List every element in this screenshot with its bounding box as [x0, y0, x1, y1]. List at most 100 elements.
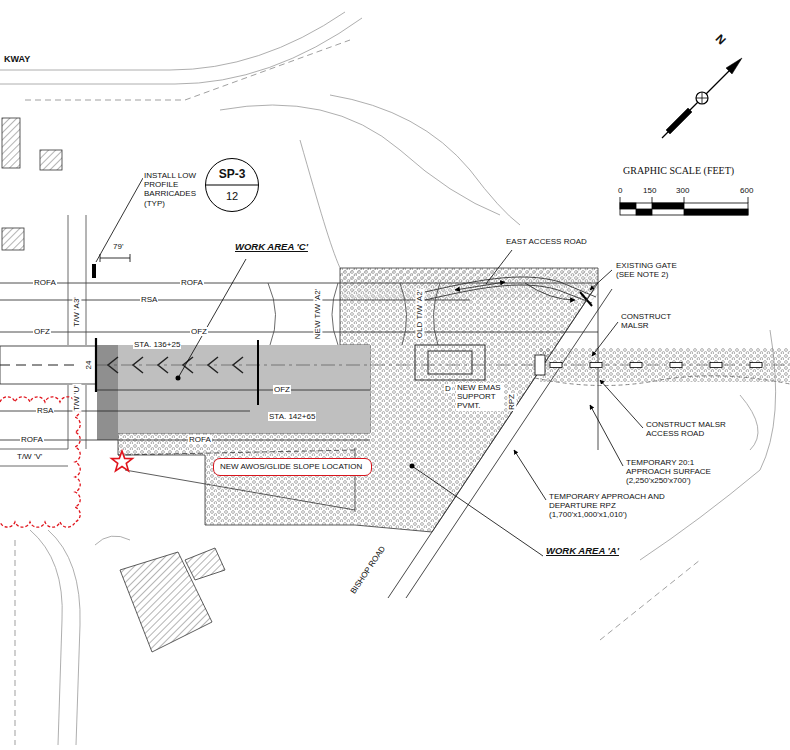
dimension-line — [130, 254, 131, 262]
safety-area-line — [0, 332, 598, 333]
taxiway-edge — [433, 283, 440, 345]
zone-label: OFZ — [190, 327, 208, 336]
malsr-lights — [535, 355, 545, 375]
leader-line — [590, 270, 612, 290]
building — [185, 548, 225, 580]
leader-dot — [176, 376, 415, 469]
north-arrow — [662, 60, 740, 138]
work-area-a — [340, 268, 598, 300]
station-line — [96, 338, 258, 405]
background-road — [0, 12, 345, 70]
background-road — [95, 536, 130, 545]
graphic-scale — [620, 197, 748, 215]
runway-pavement — [0, 364, 80, 365]
leader-line — [514, 450, 546, 500]
marker: D — [444, 384, 452, 393]
malsr-lights — [710, 363, 722, 368]
north-arrow — [696, 92, 708, 104]
building — [2, 118, 20, 168]
leader-line — [592, 322, 618, 356]
zone-label: ROFA — [188, 435, 212, 444]
leader-line — [96, 178, 143, 262]
taxiway-label: T/W 'V' — [16, 452, 43, 461]
barricade — [92, 264, 96, 278]
station-label: STA. 136+25 — [133, 340, 181, 349]
graphic-scale — [636, 209, 652, 215]
dimension-line — [100, 254, 130, 262]
runway-pavement — [0, 346, 96, 384]
graphic-scale — [652, 197, 653, 203]
taxiway-edge — [86, 215, 87, 345]
taxiway-edge — [68, 215, 69, 345]
taxiway-edge — [0, 215, 440, 466]
safety-area-line — [0, 300, 470, 301]
malsr-lights — [590, 363, 602, 368]
safety-area-line — [0, 283, 598, 284]
safety-area-line — [0, 283, 598, 450]
runway-number: 24 — [84, 360, 93, 371]
glide-slope-star — [112, 451, 133, 471]
taxiway-edge — [400, 283, 407, 345]
road-name: BISHOP ROAD — [348, 544, 388, 597]
building — [2, 228, 24, 250]
background-road — [220, 105, 500, 215]
work-area-c — [97, 345, 370, 433]
glide-slope-cable — [125, 470, 355, 510]
station-line — [257, 340, 259, 405]
revision-cloud — [0, 397, 80, 527]
note: TEMPORARY APPROACH AND DEPARTURE RPZ (1,… — [548, 492, 670, 520]
scale-number: 150 — [642, 186, 657, 195]
leader-line — [486, 250, 512, 284]
fence-line — [15, 40, 700, 745]
road-name: EAST ACCESS ROAD — [505, 237, 588, 246]
leader-line — [178, 259, 246, 378]
note: NEW EMAS SUPPORT PVMT. — [456, 383, 504, 411]
runway-pavement — [0, 346, 96, 384]
taxiway-label: OLD T/W 'A2' — [415, 289, 424, 339]
malsr-lights — [540, 348, 790, 382]
taxiway-label: T/W 'U' — [72, 384, 81, 412]
background-road — [48, 530, 80, 745]
zone-label: RSA — [36, 406, 54, 415]
access-road — [425, 285, 592, 303]
taxiway-edge — [68, 385, 69, 449]
graphic-scale — [748, 197, 749, 203]
building — [40, 150, 62, 170]
taxiway-edge — [268, 283, 276, 345]
work-area-title: WORK AREA 'A' — [545, 546, 620, 557]
taxiway-edge — [332, 283, 338, 345]
background-road — [330, 95, 520, 225]
station-line — [95, 338, 97, 392]
graphic-scale — [620, 203, 636, 209]
taxiway-label: T/W 'A3' — [72, 296, 81, 328]
malsr-lights — [550, 363, 562, 368]
fence-line — [25, 40, 350, 100]
malsr-lights — [750, 363, 762, 368]
scale-number: 600 — [739, 186, 754, 195]
leader-line — [590, 405, 623, 466]
taxiway-edge — [0, 466, 68, 467]
background-road — [740, 395, 758, 450]
glide-slope-star — [112, 451, 133, 471]
note: TEMPORARY 20:1 APPROACH SURFACE (2,250'x… — [625, 458, 722, 486]
leader-line — [412, 466, 543, 556]
zone-label: RPZ — [507, 393, 516, 411]
zone-label: ROFA — [180, 278, 204, 287]
work-area-c — [97, 345, 370, 440]
malsr-lights — [535, 376, 790, 386]
node-title: NEW AWOS/GLIDE SLOPE LOCATION — [220, 462, 362, 472]
north-arrow — [726, 58, 742, 74]
barricade — [92, 264, 96, 278]
node-subtitle: 12 — [226, 190, 238, 202]
north-letter: N — [711, 31, 728, 48]
background-road — [30, 530, 62, 745]
emas-pavement — [415, 345, 485, 380]
dimension: 79' — [112, 242, 124, 251]
safety-area-line — [0, 440, 370, 441]
note: CONSTRUCT MALSR — [620, 312, 677, 330]
graphic-scale — [684, 209, 748, 215]
note: INSTALL LOW PROFILE BARRICADES (TYP) — [143, 171, 202, 208]
callout-divider — [206, 159, 258, 211]
emas-pavement — [415, 345, 485, 380]
access-road — [525, 283, 575, 300]
